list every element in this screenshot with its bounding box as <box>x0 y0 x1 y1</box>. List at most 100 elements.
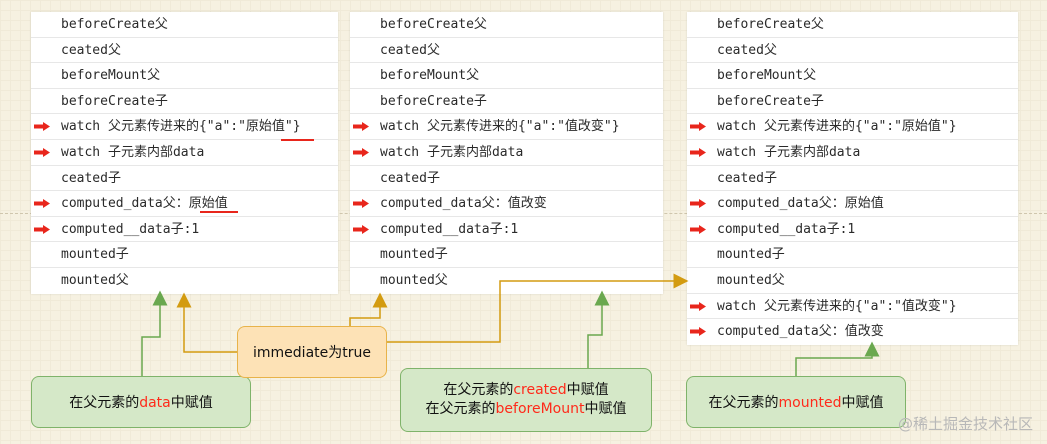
red-arrow-icon <box>34 147 50 157</box>
red-arrow-icon <box>353 224 369 234</box>
wire-note2 <box>587 290 610 368</box>
log-row-text: beforeMount父 <box>717 68 817 84</box>
log-row: beforeCreate子 <box>350 89 663 115</box>
log-row-text: watch 父元素传进来的{"a":"原始值"} <box>61 119 301 135</box>
red-arrow-icon <box>353 199 369 209</box>
log-row: watch 子元素内部data <box>31 140 338 166</box>
note2-line1-prefix: 在父元素的 <box>443 382 514 398</box>
log-row: beforeCreate父 <box>687 12 1018 38</box>
watermark: @稀土掘金技术社区 <box>897 415 1033 433</box>
log-row-text: mounted父 <box>380 272 448 288</box>
note-immediate: immediate为true <box>237 326 387 378</box>
log-row-text: computed_data父：值改变 <box>717 324 884 340</box>
log-row: beforeCreate子 <box>31 89 338 115</box>
red-arrow-icon <box>353 147 369 157</box>
note-data-suffix: 中赋值 <box>170 395 213 411</box>
log-row-text: ceated父 <box>380 42 440 58</box>
log-panel-1: beforeCreate父 ceated父 beforeMount父 beforeCr… <box>31 12 338 294</box>
log-row-text: mounted子 <box>380 247 448 263</box>
note2-line2-prefix: 在父元素的 <box>425 401 496 417</box>
log-row-text: beforeCreate父 <box>717 17 824 32</box>
log-row: computed__data子:1 <box>687 217 1018 243</box>
log-row: computed_data父：值改变 <box>350 191 663 217</box>
log-row: mounted父 <box>350 268 663 294</box>
log-row: beforeCreate父 <box>31 12 338 38</box>
log-row-text: computed_data父：原始值 <box>61 196 228 212</box>
log-row: ceated父 <box>350 38 663 64</box>
log-row-text: watch 子元素内部data <box>380 144 524 160</box>
note2-line1-suffix: 中赋值 <box>566 382 609 398</box>
log-row: ceated子 <box>350 166 663 192</box>
log-row: mounted子 <box>350 242 663 268</box>
log-row-text: computed__data子:1 <box>61 221 200 237</box>
log-row-text: mounted父 <box>61 272 129 288</box>
log-row: computed_data父：原始值 <box>31 191 338 217</box>
note2-line1-keyword: created <box>513 382 567 398</box>
red-arrow-icon <box>34 199 50 209</box>
red-arrow-icon <box>690 301 706 311</box>
log-row: mounted父 <box>687 268 1018 294</box>
red-arrow-icon <box>690 199 706 209</box>
log-row-text: mounted子 <box>717 247 785 263</box>
note-mounted-keyword: mounted <box>778 395 842 411</box>
red-arrow-icon <box>353 122 369 132</box>
wire-immediate-panel2 <box>349 292 388 326</box>
log-row-text: watch 子元素内部data <box>717 144 861 160</box>
log-row: beforeMount父 <box>350 63 663 89</box>
log-row-text: ceated父 <box>717 42 777 58</box>
log-row-text: watch 子元素内部data <box>61 144 205 160</box>
red-arrow-icon <box>690 147 706 157</box>
log-row: computed_data父：值改变 <box>687 319 1018 345</box>
note-created-beforemount: 在父元素的created中赋值 在父元素的beforeMount中赋值 <box>400 368 652 432</box>
log-row: computed__data子:1 <box>31 217 338 243</box>
note-data: 在父元素的data中赋值 <box>31 376 251 428</box>
log-row-text: watch 父元素传进来的{"a":"值改变"} <box>717 298 957 314</box>
log-row: beforeCreate父 <box>350 12 663 38</box>
note2-line2-suffix: 中赋值 <box>584 401 627 417</box>
log-row: watch 父元素传进来的{"a":"原始值"} <box>687 114 1018 140</box>
log-row-text: beforeCreate父 <box>380 17 487 32</box>
wire-note1 <box>141 290 168 376</box>
log-panel-2: beforeCreate父 ceated父 beforeMount父 beforeCr… <box>350 12 663 294</box>
log-row-text: computed_data父：值改变 <box>380 196 547 212</box>
wire-immediate-panel1 <box>176 292 237 353</box>
log-row: watch 子元素内部data <box>687 140 1018 166</box>
log-row: watch 子元素内部data <box>350 140 663 166</box>
red-arrow-icon <box>690 224 706 234</box>
log-row-text: mounted子 <box>61 247 129 263</box>
log-row: ceated子 <box>31 166 338 192</box>
log-row: ceated父 <box>687 38 1018 64</box>
note-data-prefix: 在父元素的 <box>69 395 140 411</box>
red-arrow-icon <box>34 224 50 234</box>
log-row-text: beforeMount父 <box>380 68 480 84</box>
wire-note3 <box>795 341 880 376</box>
log-row: watch 父元素传进来的{"a":"值改变"} <box>687 294 1018 320</box>
log-row: watch 父元素传进来的{"a":"原始值"} <box>31 114 338 140</box>
log-row-text: beforeMount父 <box>61 68 161 84</box>
log-row-text: ceated子 <box>717 170 777 186</box>
log-row-text: computed__data子:1 <box>380 221 519 237</box>
note2-line2-keyword: beforeMount <box>495 401 585 417</box>
wire-immediate-panel3 <box>387 273 689 343</box>
log-row: beforeMount父 <box>31 63 338 89</box>
log-row-text: ceated父 <box>61 42 121 58</box>
log-row-text: computed_data父：原始值 <box>717 196 884 212</box>
note-immediate-text: immediate为true <box>253 345 371 361</box>
log-row: computed_data父：原始值 <box>687 191 1018 217</box>
log-row-text: mounted父 <box>717 272 785 288</box>
red-arrow-icon <box>690 327 706 337</box>
log-panel-3: beforeCreate父 ceated父 beforeMount父 beforeCr… <box>687 12 1018 345</box>
log-row-text: computed__data子:1 <box>717 221 856 237</box>
log-row: beforeCreate子 <box>687 89 1018 115</box>
note-mounted-suffix: 中赋值 <box>841 395 884 411</box>
log-row-text: watch 父元素传进来的{"a":"原始值"} <box>717 119 957 135</box>
log-row-text: watch 父元素传进来的{"a":"值改变"} <box>380 119 620 135</box>
log-row-text: beforeCreate子 <box>61 93 168 109</box>
note-data-keyword: data <box>139 395 171 411</box>
log-row: watch 父元素传进来的{"a":"值改变"} <box>350 114 663 140</box>
log-row: mounted子 <box>687 242 1018 268</box>
note-mounted-prefix: 在父元素的 <box>708 395 779 411</box>
log-row: mounted子 <box>31 242 338 268</box>
log-row-text: ceated子 <box>380 170 440 186</box>
